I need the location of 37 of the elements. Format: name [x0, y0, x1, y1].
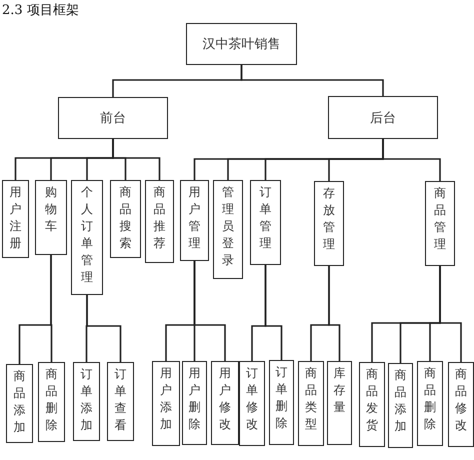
- connector-line: [86, 295, 122, 362]
- module-box: 订单查看: [107, 362, 134, 441]
- module-box: 后台: [328, 96, 438, 139]
- module-box: 订单管理: [250, 180, 281, 265]
- module-box: 用户添加: [152, 361, 180, 446]
- connector-line: [382, 139, 441, 181]
- module-box: 用户注册: [2, 180, 29, 258]
- module-box: 商品删除: [417, 361, 443, 446]
- module-box: 商品发货: [359, 362, 385, 447]
- module-box: 商品搜索: [110, 180, 141, 258]
- module-box: 商品推荐: [145, 180, 174, 263]
- module-box: 用户删除: [182, 361, 207, 445]
- module-box: 库存量: [327, 361, 352, 445]
- module-box: 用户管理: [180, 180, 209, 261]
- module-box: 商品管理: [425, 181, 455, 266]
- connector-line: [50, 255, 52, 362]
- module-box: 商品添加: [6, 364, 33, 443]
- module-box: 订单修改: [239, 361, 265, 446]
- connector-line: [264, 265, 282, 360]
- module-box: 汉中茶叶销售: [186, 23, 297, 65]
- connector-line: [194, 261, 226, 361]
- connector-line: [328, 266, 340, 361]
- module-box: 购物车: [35, 180, 67, 255]
- title: 2.3 项目框架: [2, 2, 79, 19]
- module-box: 个人订单管理: [71, 180, 103, 295]
- module-box: 订单删除: [269, 360, 294, 445]
- module-box: 前台: [58, 97, 168, 139]
- module-box: 商品类型: [298, 361, 324, 446]
- module-box: 订单添加: [73, 362, 100, 441]
- module-box: 商品修改: [448, 362, 474, 447]
- module-box: 商品添加: [388, 363, 413, 448]
- module-box: 存放管理: [314, 181, 344, 266]
- connector-line: [439, 266, 462, 362]
- connector-line: [240, 65, 384, 96]
- module-box: 管理员登录: [213, 180, 243, 279]
- module-box: 商品删除: [38, 362, 65, 442]
- module-box: 用户修改: [211, 361, 239, 445]
